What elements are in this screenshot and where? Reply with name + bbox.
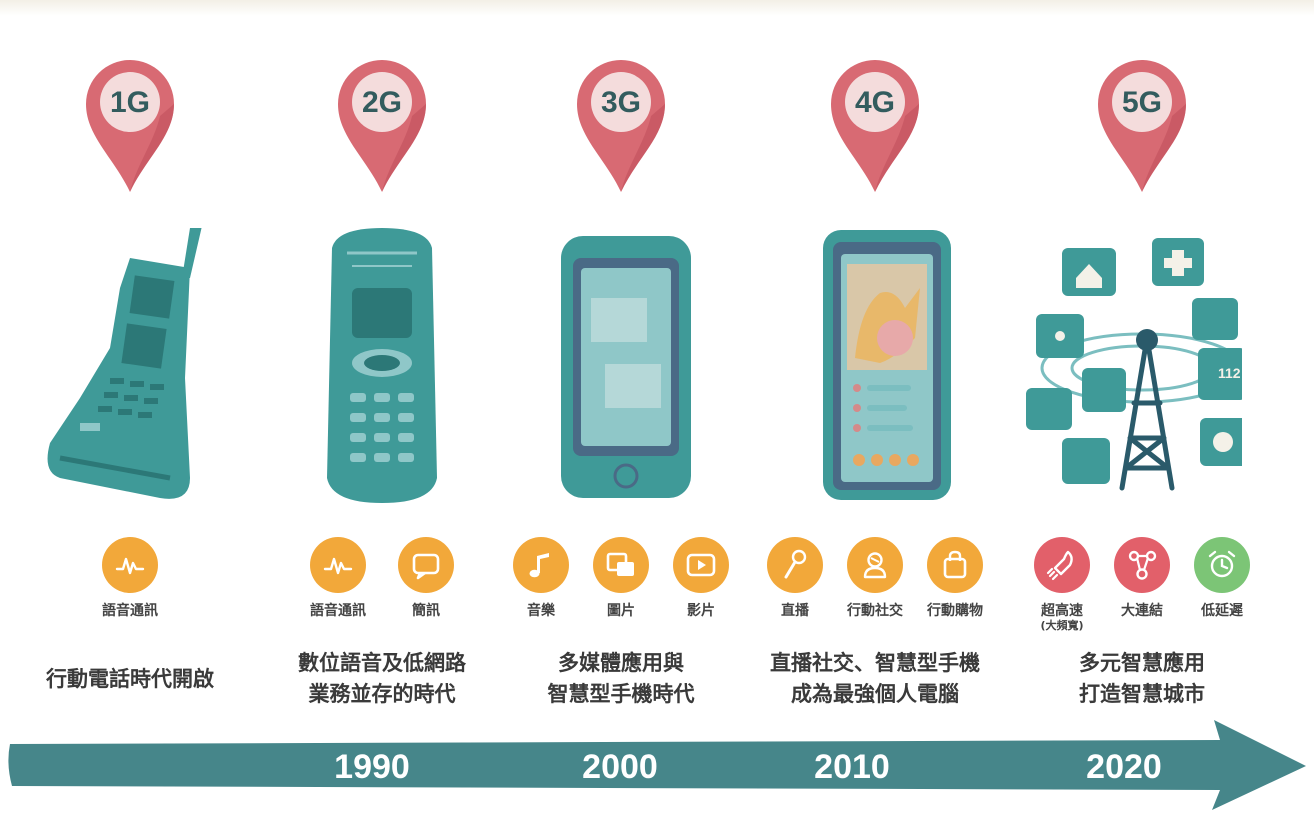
feature-label: 圖片: [607, 603, 635, 619]
svg-text:112: 112: [1218, 365, 1241, 381]
era-line: 智慧型手機時代: [547, 682, 695, 706]
year-1990: 1990: [334, 748, 410, 786]
era-description: 多媒體應用與智慧型手機時代: [491, 648, 751, 710]
feature-label: 低延遲: [1201, 603, 1243, 619]
feature-label: 語音通訊: [310, 603, 366, 619]
music-note-icon: [513, 537, 569, 593]
era-description: 多元智慧應用打造智慧城市: [1012, 648, 1272, 710]
feature-item: 低延遲: [1189, 537, 1255, 632]
year-2010: 2010: [814, 748, 890, 786]
feature-label: 大連結: [1121, 603, 1163, 619]
generation-label: 3G: [600, 86, 642, 119]
era-description: 直播社交、智慧型手機成為最強個人電腦: [745, 648, 1005, 710]
generation-1g: 1G 語音通訊行動電話時代開啟: [0, 0, 260, 823]
location-pin-icon: [338, 60, 426, 192]
feature-label: 簡訊: [412, 603, 440, 619]
feature-list: 音樂 圖片 影片: [491, 537, 751, 619]
feature-item: 語音通訊: [97, 537, 163, 619]
alarm-clock-icon: [1194, 537, 1250, 593]
era-line: 多元智慧應用: [1079, 651, 1205, 675]
timeline-arrow: [0, 714, 1314, 814]
era-line: 多媒體應用與: [558, 651, 684, 675]
smart-city-tower-illustration: 112: [1022, 228, 1242, 518]
feature-item: 行動社交: [842, 537, 908, 619]
pictures-icon: [593, 537, 649, 593]
feature-sublabel: (大頻寬): [1040, 619, 1084, 632]
generation-pin: [80, 56, 180, 196]
feature-item: 語音通訊: [305, 537, 371, 619]
generation-label: 5G: [1121, 86, 1163, 119]
feature-phone-illustration: [292, 228, 472, 518]
feature-item: 影片: [668, 537, 734, 619]
voice-wave-icon: [102, 537, 158, 593]
feature-list: 語音通訊 簡訊: [252, 537, 512, 619]
era-description: 行動電話時代開啟: [0, 664, 260, 695]
feature-item: 音樂: [508, 537, 574, 619]
generation-label: 2G: [361, 86, 403, 119]
generation-label: 4G: [854, 86, 896, 119]
feature-item: 行動購物: [922, 537, 988, 619]
feature-label: 行動購物: [927, 603, 983, 619]
year-2020: 2020: [1086, 748, 1162, 786]
top-band: [0, 0, 1314, 16]
generation-2g: 2G 語音通訊 簡訊數位語音及低網路業務並存的時代: [252, 0, 512, 823]
timeline-arrow-shape: [8, 720, 1306, 810]
video-play-icon: [673, 537, 729, 593]
location-pin-icon: [1098, 60, 1186, 192]
era-line: 業務並存的時代: [308, 682, 456, 706]
location-pin-icon: [577, 60, 665, 192]
feature-list: 直播 行動社交 行動購物: [745, 537, 1005, 619]
year-2000: 2000: [582, 748, 658, 786]
message-bubble-icon: [398, 537, 454, 593]
feature-label: 行動社交: [847, 603, 903, 619]
microphone-icon: [767, 537, 823, 593]
shopping-bag-icon: [927, 537, 983, 593]
era-line: 行動電話時代開啟: [46, 667, 214, 691]
location-pin-icon: [86, 60, 174, 192]
generation-pin: [332, 56, 432, 196]
era-description: 數位語音及低網路業務並存的時代: [252, 648, 512, 710]
feature-label: 超高速: [1041, 603, 1083, 619]
era-line: 直播社交、智慧型手機: [770, 651, 980, 675]
early-smartphone-illustration: [531, 228, 711, 518]
feature-label: 直播: [781, 603, 809, 619]
feature-item: 直播: [762, 537, 828, 619]
feature-item: 大連結: [1109, 537, 1175, 632]
feature-item: 超高速(大頻寬): [1029, 537, 1095, 632]
era-line: 成為最強個人電腦: [791, 682, 959, 706]
feature-label: 語音通訊: [102, 603, 158, 619]
generation-pin: [1092, 56, 1192, 196]
brick-phone-illustration: [40, 228, 220, 518]
voice-wave-icon: [310, 537, 366, 593]
generation-5g: 5G 112 超高速(大頻寬) 大連結 低延遲多元智慧應用打造智慧城市: [1012, 0, 1272, 823]
feature-label: 音樂: [527, 603, 555, 619]
feature-list: 語音通訊: [0, 537, 260, 619]
generation-pin: [825, 56, 925, 196]
network-nodes-icon: [1114, 537, 1170, 593]
person-icon: [847, 537, 903, 593]
generation-pin: [571, 56, 671, 196]
feature-list: 超高速(大頻寬) 大連結 低延遲: [1012, 537, 1272, 632]
feature-item: 簡訊: [393, 537, 459, 619]
modern-smartphone-illustration: [785, 228, 965, 518]
generation-4g: 4G 直播 行動社交 行動購物直播社交、智慧型手機成為最強個人電腦: [745, 0, 1005, 823]
era-line: 打造智慧城市: [1079, 682, 1205, 706]
generation-label: 1G: [109, 86, 151, 119]
era-line: 數位語音及低網路: [298, 651, 466, 675]
feature-label: 影片: [687, 603, 715, 619]
feature-item: 圖片: [588, 537, 654, 619]
location-pin-icon: [831, 60, 919, 192]
rocket-icon: [1034, 537, 1090, 593]
generation-3g: 3G 音樂 圖片 影片多媒體應用與智慧型手機時代: [491, 0, 751, 823]
